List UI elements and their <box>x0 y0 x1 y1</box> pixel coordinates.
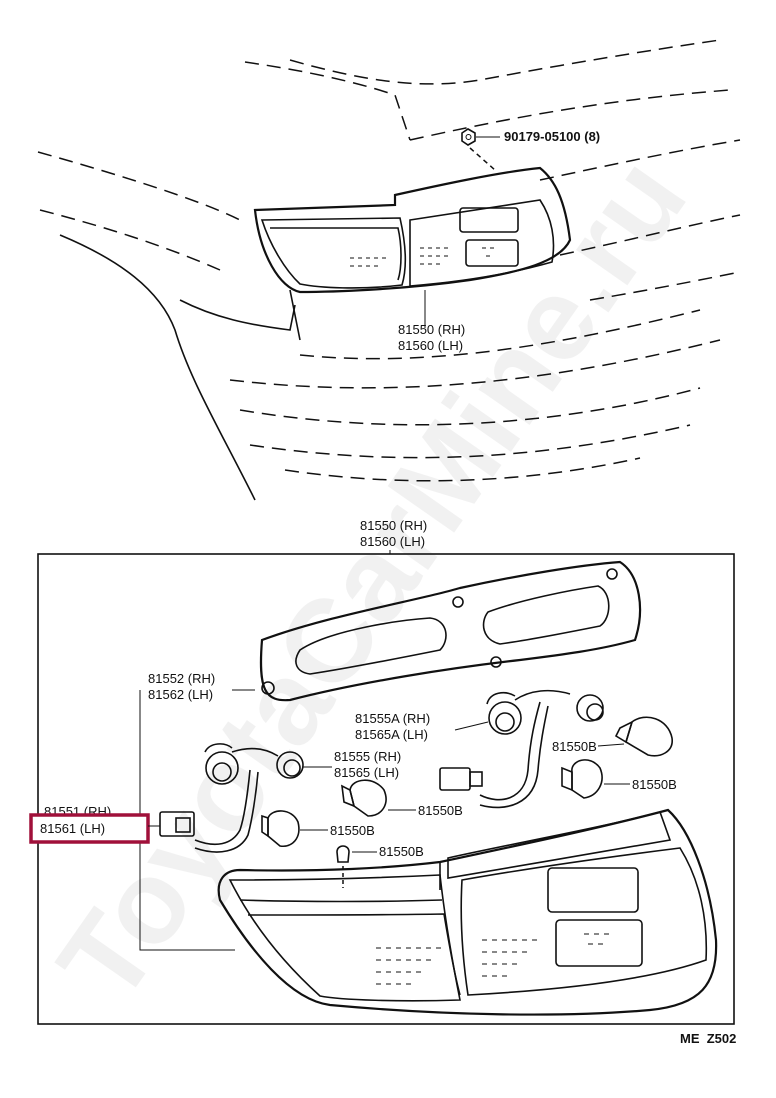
assembly-label-rh: 81550 (RH) <box>360 518 427 533</box>
wiring-connector-81551[interactable] <box>159 811 195 837</box>
bolt-90179[interactable] <box>461 128 500 171</box>
assembly-label-lh: 81560 (LH) <box>360 534 425 549</box>
figure-code: ME Z502 <box>680 1031 736 1046</box>
bulb-3[interactable] <box>341 779 387 817</box>
gasket-label-rh: 81552 (RH) <box>148 671 215 686</box>
bulb-4-label: 81550B <box>330 823 375 838</box>
bulb-3-label: 81550B <box>418 803 463 818</box>
socket-upper-label-lh: 81565A (LH) <box>355 727 428 742</box>
bulb-4[interactable] <box>261 810 300 847</box>
highlighted-part-box[interactable]: 81561 (LH) <box>29 813 150 844</box>
gasket-label-lh: 81562 (LH) <box>148 687 213 702</box>
car-body-outline <box>37 39 741 501</box>
bulb-5-label: 81550B <box>379 844 424 859</box>
gasket-81552[interactable] <box>259 560 642 702</box>
bolt-label: 90179-05100 (8) <box>504 129 600 144</box>
detail-frame <box>37 553 735 1025</box>
bulb-5[interactable] <box>336 845 350 863</box>
socket-lower-label-lh: 81565 (LH) <box>334 765 399 780</box>
detail-tail-lamp-lens[interactable] <box>217 808 718 1016</box>
socket-lower-label-rh: 81555 (RH) <box>334 749 401 764</box>
wiring-label-lh: 81561 (LH) <box>40 821 105 836</box>
top-lamp-label-rh: 81550 (RH) <box>398 322 465 337</box>
watermark-text: ToyotaCarMine.ru <box>33 135 711 1025</box>
bulb-2[interactable] <box>561 759 603 799</box>
socket-upper-label-rh: 81555A (RH) <box>355 711 430 726</box>
top-lamp-label-lh: 81560 (LH) <box>398 338 463 353</box>
bulb-1[interactable] <box>614 716 673 757</box>
socket-upper-81555a[interactable] <box>439 689 604 809</box>
bulb-1-label: 81550B <box>552 739 597 754</box>
bulb-2-label: 81550B <box>632 777 677 792</box>
socket-lower-81555[interactable] <box>194 743 304 853</box>
top-view-tail-lamp[interactable] <box>253 166 572 294</box>
